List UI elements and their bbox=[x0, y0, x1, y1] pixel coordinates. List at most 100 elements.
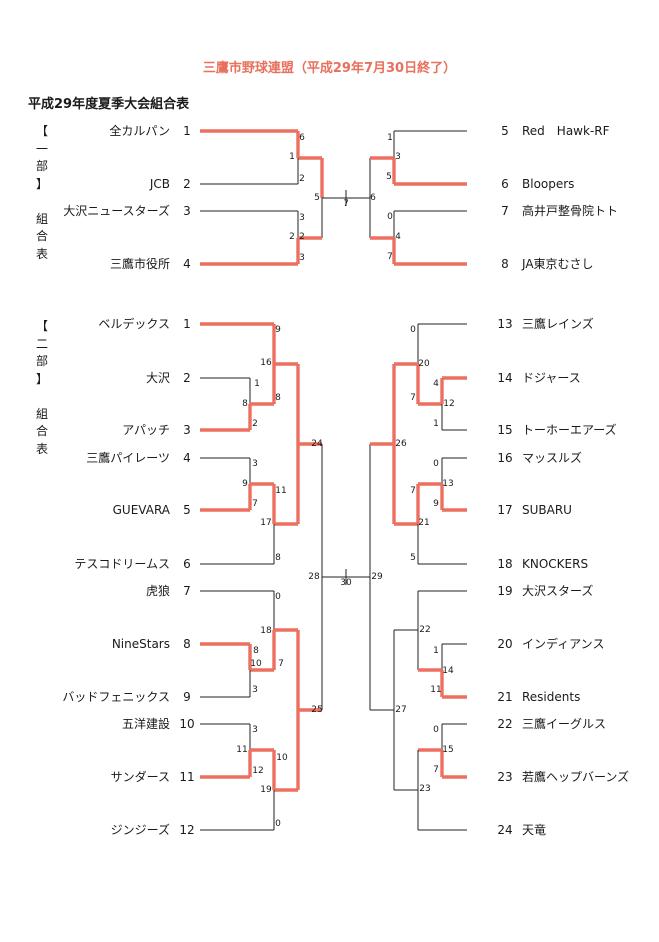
team-seed: 1 bbox=[183, 124, 191, 138]
game-score: 3 bbox=[252, 459, 258, 469]
division-label-char: 【 bbox=[35, 319, 48, 333]
game-score: 2 bbox=[299, 232, 305, 242]
division-label-char: 部 bbox=[35, 159, 48, 173]
team-seed: 9 bbox=[183, 690, 191, 704]
division-label-char: 表 bbox=[35, 246, 48, 261]
game-score: 8 bbox=[242, 399, 248, 409]
winner-line bbox=[200, 444, 300, 526]
winner-line bbox=[370, 362, 467, 524]
game-score: 25 bbox=[311, 705, 323, 715]
bracket-line bbox=[417, 323, 467, 364]
game-score: 5 bbox=[314, 193, 320, 203]
game-score: 11 bbox=[275, 486, 287, 496]
team-name: トーホーエアーズ bbox=[522, 423, 617, 437]
bracket-line bbox=[321, 444, 371, 710]
game-score: 26 bbox=[395, 439, 407, 449]
team-seed: 7 bbox=[183, 584, 191, 598]
team-seed: 19 bbox=[497, 584, 513, 598]
winner-line bbox=[200, 129, 324, 198]
division-label-char: 】 bbox=[35, 176, 48, 191]
team-seed: 16 bbox=[497, 451, 513, 465]
bracket-line bbox=[393, 130, 467, 158]
game-score: 21 bbox=[418, 518, 430, 528]
team-name: NineStars bbox=[111, 637, 170, 651]
winner-line bbox=[394, 482, 467, 526]
winner-line bbox=[200, 236, 322, 266]
bracket-line bbox=[393, 210, 467, 238]
game-score: 8 bbox=[275, 553, 281, 563]
game-score: 22 bbox=[419, 625, 431, 635]
bracket-line bbox=[393, 710, 419, 791]
team-seed: 5 bbox=[501, 124, 509, 138]
team-name: バッドフェニックス bbox=[62, 690, 170, 704]
game-score: 14 bbox=[442, 666, 454, 676]
team-seed: 2 bbox=[183, 371, 191, 385]
bracket-line bbox=[417, 524, 467, 565]
game-score: 0 bbox=[410, 325, 416, 335]
bracket-line bbox=[322, 569, 370, 585]
team-name: ジンジーズ bbox=[110, 823, 170, 837]
division-label-char: 組 bbox=[35, 406, 48, 421]
team-seed: 24 bbox=[497, 823, 513, 837]
team-seed: 17 bbox=[497, 503, 513, 517]
team-seed: 15 bbox=[497, 423, 513, 437]
team-name: マッスルズ bbox=[522, 451, 583, 465]
bracket-line bbox=[370, 590, 467, 711]
page-title: 三鷹市野球連盟（平成29年7月30日終了） bbox=[202, 61, 457, 76]
bracket-line bbox=[200, 790, 275, 831]
game-score: 9 bbox=[275, 325, 281, 335]
game-score: 6 bbox=[370, 193, 376, 203]
division-label-char: 組 bbox=[35, 211, 48, 226]
game-score: 2 bbox=[252, 419, 258, 429]
game-score: 3 bbox=[252, 725, 258, 735]
game-score: 9 bbox=[242, 479, 248, 489]
game-score: 0 bbox=[387, 212, 393, 222]
team-seed: 10 bbox=[179, 717, 195, 731]
game-score: 23 bbox=[419, 784, 431, 794]
game-score: 0 bbox=[433, 459, 439, 469]
team-name: サンダース bbox=[110, 770, 170, 784]
team-name: 大沢 bbox=[145, 371, 170, 385]
team-seed: 23 bbox=[497, 770, 513, 784]
team-seed: 8 bbox=[183, 637, 191, 651]
game-score: 24 bbox=[311, 439, 323, 449]
game-score: 3 bbox=[395, 152, 401, 162]
team-name: 三鷹イーグルス bbox=[522, 717, 607, 731]
game-score: 5 bbox=[386, 172, 392, 182]
team-name: 天竜 bbox=[522, 823, 547, 837]
division-label-char: 表 bbox=[35, 441, 48, 456]
game-score: 1 bbox=[289, 152, 295, 162]
team-name: Red Hawk-RF bbox=[522, 124, 610, 138]
game-score: 1 bbox=[433, 419, 439, 429]
team-name: ドジャース bbox=[522, 371, 581, 385]
game-score: 10 bbox=[250, 659, 262, 669]
bracket-line bbox=[417, 790, 467, 831]
bracket-line bbox=[441, 723, 467, 750]
team-name: 五洋建設 bbox=[121, 717, 170, 731]
game-score: 7 bbox=[252, 499, 258, 509]
game-score: 0 bbox=[433, 725, 439, 735]
winner-line bbox=[200, 364, 276, 432]
winner-line bbox=[200, 710, 300, 792]
game-score: 4 bbox=[395, 232, 401, 242]
winner-line bbox=[370, 236, 467, 266]
team-name: 全カルパン bbox=[109, 124, 170, 138]
game-score: 11 bbox=[430, 685, 442, 695]
bracket-line bbox=[441, 404, 467, 431]
game-score: 7 bbox=[387, 252, 393, 262]
game-score: 7 bbox=[410, 486, 416, 496]
team-name: 大沢スターズ bbox=[522, 584, 594, 598]
game-score: 20 bbox=[418, 359, 430, 369]
game-score: 18 bbox=[260, 626, 272, 636]
team-name: 若鷹ヘップバーンズ bbox=[522, 770, 630, 784]
game-score: 1 bbox=[254, 379, 260, 389]
game-score: 3 bbox=[299, 253, 305, 263]
game-score: 9 bbox=[433, 499, 439, 509]
game-score: 15 bbox=[442, 745, 454, 755]
game-score: 27 bbox=[395, 705, 407, 715]
division-label-char: 二 bbox=[35, 336, 48, 351]
bracket-line bbox=[322, 190, 370, 206]
team-seed: 11 bbox=[179, 770, 195, 784]
game-score: 30 bbox=[340, 578, 352, 588]
